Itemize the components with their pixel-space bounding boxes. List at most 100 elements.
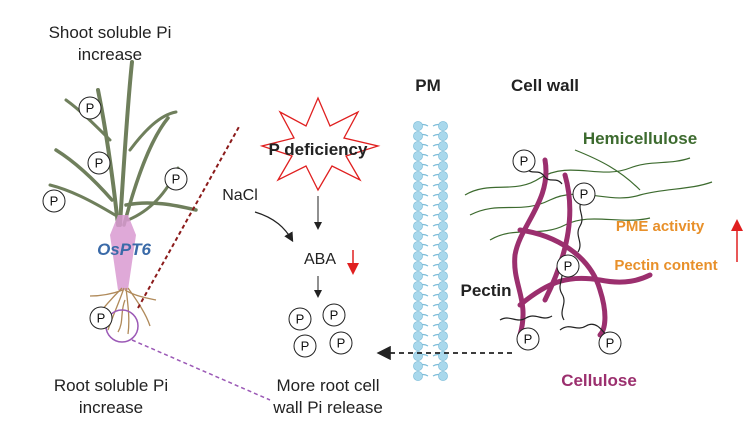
lipid-head bbox=[438, 261, 448, 271]
lipid-head bbox=[438, 291, 448, 301]
lipid-head bbox=[438, 341, 448, 351]
lipid-head bbox=[413, 191, 423, 201]
svg-text:P: P bbox=[564, 259, 573, 274]
plant-leaves bbox=[48, 60, 198, 227]
nacl-to-aba-arrow bbox=[254, 211, 294, 243]
lipid-head bbox=[413, 311, 423, 321]
hemicellulose-label: Hemicellulose bbox=[583, 129, 697, 148]
lipid-head bbox=[413, 241, 423, 251]
svg-text:P: P bbox=[86, 101, 95, 116]
lipid-head bbox=[413, 221, 423, 231]
svg-text:P: P bbox=[50, 194, 59, 209]
pi-circle: P bbox=[293, 334, 317, 358]
lipid-head bbox=[438, 161, 448, 171]
svg-text:P: P bbox=[580, 187, 589, 202]
cell-wall-label: Cell wall bbox=[511, 76, 579, 95]
lipid-head bbox=[438, 151, 448, 161]
pi-circle: P bbox=[598, 331, 622, 355]
lipid-head bbox=[438, 171, 448, 181]
svg-text:P: P bbox=[301, 339, 310, 354]
stress-starburst bbox=[259, 96, 381, 192]
svg-text:P: P bbox=[520, 154, 529, 169]
lipid-head bbox=[438, 191, 448, 201]
pi-circle: P bbox=[164, 167, 188, 191]
svg-text:P: P bbox=[337, 336, 346, 351]
svg-text:P: P bbox=[97, 311, 106, 326]
lipid-head bbox=[413, 291, 423, 301]
zoom-connector-top bbox=[137, 124, 241, 309]
lipid-head bbox=[413, 181, 423, 191]
lipid-head bbox=[438, 281, 448, 291]
root-pi-label-line2: increase bbox=[79, 398, 143, 417]
svg-text:P: P bbox=[95, 156, 104, 171]
svg-text:P: P bbox=[606, 336, 615, 351]
gene-label: OsPT6 bbox=[97, 240, 151, 259]
lipid-head bbox=[438, 371, 448, 381]
stress-label: P deficiency bbox=[269, 140, 368, 159]
lipid-head bbox=[438, 251, 448, 261]
svg-text:P: P bbox=[524, 332, 533, 347]
lipid-head bbox=[413, 321, 423, 331]
lipid-head bbox=[413, 151, 423, 161]
lipid-head bbox=[413, 261, 423, 271]
lipid-head bbox=[438, 201, 448, 211]
pi-circle: P bbox=[87, 151, 111, 175]
stem-highlight bbox=[110, 215, 136, 290]
pi-circle: P bbox=[89, 306, 113, 330]
svg-text:P: P bbox=[172, 172, 181, 187]
lipid-head bbox=[413, 201, 423, 211]
pi-circle: P bbox=[288, 307, 312, 331]
pi-circle: P bbox=[42, 189, 66, 213]
lipid-head bbox=[438, 321, 448, 331]
lipid-head bbox=[438, 231, 448, 241]
shoot-pi-label-line1: Shoot soluble Pi bbox=[49, 23, 172, 42]
lipid-head bbox=[438, 121, 448, 131]
lipid-head bbox=[438, 361, 448, 371]
pi-circle: P bbox=[329, 331, 353, 355]
pi-circle: P bbox=[556, 254, 580, 278]
lipid-head bbox=[438, 311, 448, 321]
lipid-head bbox=[438, 221, 448, 231]
release-label-line2: wall Pi release bbox=[272, 398, 383, 417]
plasma-membrane bbox=[413, 121, 448, 381]
pm-label: PM bbox=[415, 76, 441, 95]
lipid-head bbox=[413, 251, 423, 261]
lipid-head bbox=[413, 141, 423, 151]
root-pi-label-line1: Root soluble Pi bbox=[54, 376, 168, 395]
svg-text:P: P bbox=[330, 308, 339, 323]
lipid-head bbox=[413, 301, 423, 311]
lipid-head bbox=[413, 361, 423, 371]
shoot-pi-label-line2: increase bbox=[78, 45, 142, 64]
lipid-head bbox=[438, 241, 448, 251]
cellulose-label: Cellulose bbox=[561, 371, 637, 390]
lipid-head bbox=[438, 301, 448, 311]
lipid-head bbox=[438, 331, 448, 341]
nacl-label: NaCl bbox=[222, 187, 258, 204]
plant-pi-symbols: P P P P P bbox=[42, 96, 188, 330]
cell-wall-pi-symbols: P P P P P bbox=[512, 149, 622, 355]
lipid-head bbox=[438, 181, 448, 191]
released-pi-symbols: P P P P bbox=[288, 303, 353, 358]
aba-label: ABA bbox=[304, 251, 336, 268]
lipid-head bbox=[438, 271, 448, 281]
lipid-head bbox=[438, 131, 448, 141]
lipid-head bbox=[413, 271, 423, 281]
pi-circle: P bbox=[78, 96, 102, 120]
lipid-head bbox=[413, 281, 423, 291]
pi-circle: P bbox=[572, 182, 596, 206]
pi-circle: P bbox=[512, 149, 536, 173]
lipid-head bbox=[413, 121, 423, 131]
pectin-chains bbox=[499, 167, 613, 343]
pi-circle: P bbox=[322, 303, 346, 327]
lipid-head bbox=[413, 341, 423, 351]
lipid-head bbox=[413, 161, 423, 171]
lipid-head bbox=[413, 371, 423, 381]
release-label-line1: More root cell bbox=[277, 376, 380, 395]
pectin-content-label: Pectin content bbox=[614, 257, 717, 274]
pectin-label: Pectin bbox=[460, 281, 511, 300]
rice-plant bbox=[48, 60, 198, 343]
svg-text:P: P bbox=[296, 312, 305, 327]
pi-circle: P bbox=[516, 327, 540, 351]
lipid-head bbox=[438, 141, 448, 151]
